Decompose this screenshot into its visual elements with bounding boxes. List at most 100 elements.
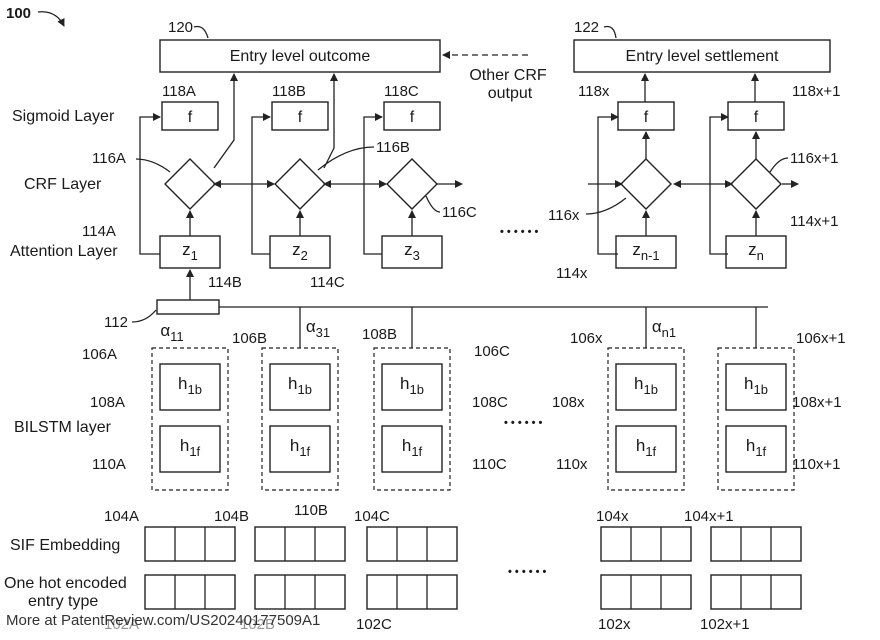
attention-ref-a: 114A: [82, 223, 116, 240]
path-crf-a-to-outcome: [213, 73, 238, 169]
bilstm-forward-label-b: h1f: [290, 436, 311, 459]
attention-ref-x1: 114x+1: [790, 213, 839, 230]
sigmoid-box-a: [161, 101, 219, 131]
crf-ref-leader-c: [425, 195, 441, 213]
attention-label-b: z2: [292, 240, 308, 263]
onehot-ref-x1: 102x+1: [700, 616, 750, 633]
crf-node-a: [164, 158, 216, 210]
bilstm-group-a: [151, 347, 229, 491]
onehot-label-line2: entry type: [28, 593, 98, 610]
bilstm-backward-ref-x1: 108x+1: [792, 394, 842, 411]
onehot-ref-x: 102x: [598, 616, 631, 633]
sigmoid-layer-label: Sigmoid Layer: [12, 108, 115, 125]
onehot-row-x: [600, 574, 692, 610]
attention-box-x: [615, 235, 677, 269]
bilstm-forward-box-a: [159, 425, 221, 473]
crf-ref-leader-x1: [769, 157, 789, 173]
bilstm-backward-ref-b: 108B: [362, 326, 397, 343]
sif-embedding-row-c: [366, 526, 458, 562]
onehot-row-a: [144, 574, 236, 610]
attention-label-x: zn-1: [632, 240, 659, 263]
bilstm-backward-label-b: h1b: [288, 374, 312, 397]
attention-ref-x: 114x: [556, 265, 588, 282]
bilstm-forward-ref-x1: 110x+1: [792, 456, 841, 473]
outcome-box: [159, 39, 441, 73]
crf-ref-c: 116C: [442, 204, 477, 221]
combiner-box: [156, 299, 220, 315]
bilstm-forward-label-c: h1f: [402, 436, 423, 459]
outcome-ref-leader: [193, 25, 209, 39]
sif-embedding-row-x: [600, 526, 692, 562]
other-crf-label-line1: Other CRF: [469, 67, 547, 84]
sigmoid-box-c: [383, 101, 441, 131]
bilstm-forward-ref-a: 110A: [92, 456, 126, 473]
other-crf-label-line2: output: [488, 85, 533, 102]
sigmoid-ref-c: 118C: [384, 83, 419, 100]
sif-embedding-label: SIF Embedding: [10, 537, 120, 554]
crf-ref-leader-a: [135, 158, 171, 173]
attention-layer-label: Attention Layer: [10, 243, 118, 260]
sigmoid-symbol-x1: f: [754, 109, 759, 126]
bilstm-forward-box-x1: [725, 425, 787, 473]
onehot-row-c: [366, 574, 458, 610]
sigmoid-symbol-c: f: [410, 109, 415, 126]
sif-ref-b: 104B: [214, 508, 249, 525]
crf-ref-leader-x: [585, 197, 627, 215]
alpha-label-0: α11: [160, 321, 183, 344]
sigmoid-ref-x1: 118x+1: [792, 83, 841, 100]
bilstm-forward-box-c: [381, 425, 443, 473]
sif-embedding-row-b: [254, 526, 346, 562]
sigmoid-box-b: [271, 101, 329, 131]
crf-ref-b: 116B: [376, 139, 410, 156]
crf-ref-leader-b: [317, 146, 375, 171]
sigmoid-symbol-a: f: [188, 109, 193, 126]
sigmoid-ref-b: 118B: [272, 83, 306, 100]
crf-node-x: [620, 158, 672, 210]
crf-node-c: [386, 158, 438, 210]
sif-ref-x1: 104x+1: [684, 508, 734, 525]
bilstm-forward-box-x: [615, 425, 677, 473]
bilstm-forward-box-b: [269, 425, 331, 473]
figure-number: 100: [6, 5, 31, 22]
attention-box-a: [159, 235, 221, 269]
bilstm-backward-ref-c: 108C: [472, 394, 508, 411]
bilstm-backward-label-a: h1b: [178, 374, 202, 397]
onehot-row-x1: [710, 574, 802, 610]
bilstm-backward-label-x: h1b: [634, 374, 658, 397]
sigmoid-box-x1: [727, 101, 785, 131]
sif-embedding-row-a: [144, 526, 236, 562]
crf-layer-label: CRF Layer: [24, 176, 102, 193]
combiner-ref-leader: [131, 309, 157, 323]
settlement-box-label: Entry level settlement: [626, 48, 780, 65]
combiner-ref: 112: [104, 314, 128, 331]
alpha-label-1: α31: [306, 317, 330, 340]
outcome-box-label: Entry level outcome: [230, 48, 371, 65]
path-attn-a-to-sig-a: [139, 113, 161, 255]
sif-ref-x: 104x: [596, 508, 629, 525]
bilstm-group-ref-x: 106x: [570, 330, 603, 347]
bilstm-layer-label: BILSTM layer: [14, 419, 112, 436]
bilstm-group-ref-b: 106B: [232, 330, 267, 347]
onehot-row-b: [254, 574, 346, 610]
ellipsis-bilstm: • • • • • •: [504, 417, 543, 429]
sigmoid-ref-a: 118A: [162, 83, 196, 100]
sigmoid-symbol-x: f: [644, 109, 649, 126]
attention-label-x1: zn: [748, 240, 764, 263]
bilstm-backward-box-a: [159, 363, 221, 411]
settlement-ref-leader: [603, 25, 617, 39]
bilstm-forward-ref-x: 110x: [556, 456, 588, 473]
bilstm-forward-label-x: h1f: [636, 436, 657, 459]
onehot-ref-c: 102C: [356, 616, 392, 633]
outcome-box-ref: 120: [168, 19, 193, 36]
bilstm-backward-box-x: [615, 363, 677, 411]
path-attn-b-to-sig-b: [251, 113, 271, 255]
attention-ref-c: 114C: [310, 274, 345, 291]
crf-node-b: [274, 158, 326, 210]
attention-box-x1: [725, 235, 787, 269]
crf-ref-x1: 116x+1: [790, 150, 839, 167]
ellipsis-attention: • • • • • •: [500, 226, 539, 238]
settlement-box-ref: 122: [574, 19, 599, 36]
sif-embedding-row-x1: [710, 526, 802, 562]
attention-ref-b: 114B: [208, 274, 242, 291]
